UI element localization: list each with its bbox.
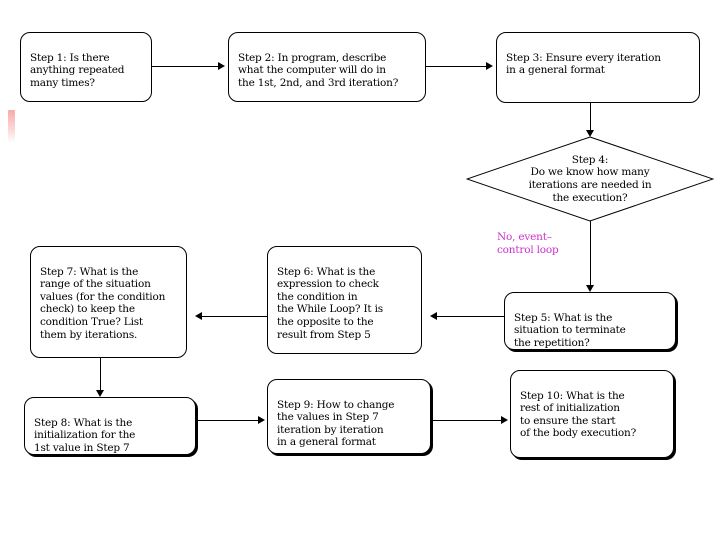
- edge-step4-step5-arrowhead: [586, 285, 594, 292]
- edge-step1-step2-arrowhead: [218, 62, 225, 70]
- edge-step8-step9-arrowhead: [258, 416, 265, 424]
- edge-step6-step7-arrowhead: [195, 312, 202, 320]
- node-step-7-text: Step 7: What is the range of the situati…: [40, 265, 166, 341]
- node-step-9-text: Step 9: How to change the values in Step…: [277, 398, 395, 449]
- edge-step9-step10-arrowhead: [501, 416, 508, 424]
- node-step-2-text: Step 2: In program, describe what the co…: [238, 51, 399, 89]
- node-step-7[interactable]: Step 7: What is the range of the situati…: [30, 246, 187, 358]
- node-step-6-text: Step 6: What is the expression to check …: [277, 265, 383, 341]
- edge-step6-step7-line: [202, 316, 267, 317]
- edge-step9-step10-line: [431, 420, 503, 421]
- edge-step8-step9-line: [196, 420, 260, 421]
- edge-step5-step6-arrowhead: [430, 312, 437, 320]
- node-step-4[interactable]: Step 4: Do we know how many iterations a…: [466, 136, 714, 222]
- annotation-no-event-control-loop: No, event– control loop: [497, 231, 559, 256]
- node-step-4-text: Step 4: Do we know how many iterations a…: [528, 153, 652, 204]
- node-step-10[interactable]: Step 10: What is the rest of initializat…: [510, 370, 674, 458]
- node-step-2[interactable]: Step 2: In program, describe what the co…: [228, 32, 426, 102]
- node-step-3-text: Step 3: Ensure every iteration in a gene…: [506, 51, 661, 77]
- node-step-3[interactable]: Step 3: Ensure every iteration in a gene…: [496, 32, 700, 103]
- edge-step1-step2-line: [152, 66, 220, 67]
- node-step-6[interactable]: Step 6: What is the expression to check …: [267, 246, 422, 354]
- edge-step5-step6-line: [437, 316, 504, 317]
- edge-step2-step3-line: [426, 66, 488, 67]
- node-step-9[interactable]: Step 9: How to change the values in Step…: [267, 379, 431, 454]
- node-step-1[interactable]: Step 1: Is there anything repeated many …: [20, 32, 152, 102]
- node-step-8[interactable]: Step 8: What is the initialization for t…: [24, 397, 196, 455]
- node-step-10-text: Step 10: What is the rest of initializat…: [520, 389, 636, 440]
- node-step-5[interactable]: Step 5: What is the situation to termina…: [504, 292, 676, 350]
- edge-step3-step4-arrowhead: [586, 130, 594, 137]
- node-step-1-text: Step 1: Is there anything repeated many …: [30, 51, 125, 89]
- pink-artifact-bar: [8, 110, 15, 143]
- edge-step7-step8-line: [100, 358, 101, 394]
- edge-step7-step8-arrowhead: [96, 390, 104, 397]
- diamond-shape: [466, 136, 714, 222]
- node-step-8-text: Step 8: What is the initialization for t…: [34, 416, 136, 454]
- edge-step4-step5-line: [590, 221, 591, 287]
- node-step-5-text: Step 5: What is the situation to termina…: [514, 311, 626, 349]
- edge-step3-step4-line: [590, 103, 591, 133]
- edge-step2-step3-arrowhead: [486, 62, 493, 70]
